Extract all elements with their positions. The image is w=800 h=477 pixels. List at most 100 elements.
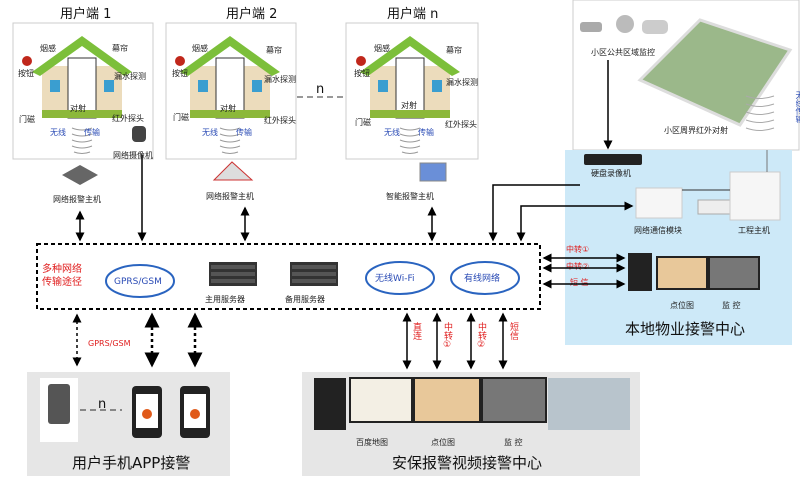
baidu-map-monitor [349,377,413,423]
network-label-2: 传输途径 [42,275,82,288]
door-label: 门磁 [19,114,35,124]
user-terminal-1: 用户端 1 烟感 幕帘 按钮 漏水探测 门磁 红外探头 对射 无线 传输 网络摄… [12,6,154,204]
user-title: 用户端 2 [226,6,277,22]
dvr-icon [584,154,642,165]
mobile-app-center: n 用户手机APP接警 [27,372,230,476]
wireless-label: 无线 [202,127,218,137]
button-icon [356,56,366,66]
keypad-icon [697,199,731,215]
baidu-map-label: 百度地图 [356,437,388,447]
door-label: 门磁 [355,117,371,127]
dome-camera-icon [616,15,634,33]
host-label: 网络报警主机 [53,194,101,204]
bullet-camera-icon [642,20,668,34]
video-center-title: 安保报警视频接警中心 [392,454,542,472]
relay1-label: 中转① [566,244,589,254]
backup-server-label: 备用服务器 [285,294,325,304]
backup-server-icon [290,262,338,286]
wireless-waves-icon [745,95,775,131]
host-label: 网络报警主机 [206,191,254,201]
monitor-label: 监 控 [722,300,741,310]
public-monitor-label: 小区公共区域监控 [591,47,655,57]
beam-label: 对射 [70,103,86,113]
app-center-title: 用户手机APP接警 [72,454,190,472]
smoke-label: 烟感 [374,43,390,53]
bullet-camera-icon [580,22,602,32]
point-map-label: 点位图 [670,300,694,310]
point-map-label: 点位图 [431,437,455,447]
network-label-1: 多种网络 [42,262,82,275]
pc-tower-icon [314,378,346,430]
n-label: n [98,397,106,412]
button-label: 按钮 [18,68,34,78]
surveillance-monitor [708,256,760,290]
dvr-label: 硬盘录像机 [591,168,631,178]
video-alarm-center: 百度地图 点位图 监 控 安保报警视频接警中心 [302,372,640,476]
pc-tower-icon [628,253,652,291]
engineering-host-label: 工程主机 [738,225,770,235]
smart-host-icon [419,162,447,182]
n-label: n [316,82,324,97]
engineering-host-icon [729,171,781,221]
relay1-link-label: 中转① [442,321,453,350]
main-server-icon [209,262,257,286]
alarm-host-icon [212,161,254,181]
network-paths: 多种网络 传输途径 GPRS/GSM 主用服务器 备用服务器 无线Wi-Fi 有… [36,243,541,310]
user-title: 用户端 1 [60,6,111,22]
curtain-label: 幕帘 [446,45,462,55]
main-server-label: 主用服务器 [205,294,245,304]
connection-arrows [72,60,634,370]
residential-complex-image [637,18,793,127]
button-icon [22,56,32,66]
monitor-label: 监 控 [504,437,523,447]
point-map-monitor [656,256,708,290]
host-label: 智能报警主机 [386,191,434,201]
direct-link-label: 直连 [411,321,422,341]
user-terminal-2: 用户端 2 烟感 幕帘 按钮 漏水探测 门磁 红外探头 对射 无线 传输 网络报… [165,6,297,201]
transmit-label: 传输 [418,127,434,137]
transmit-label: 传输 [236,127,252,137]
gprs-link-label: GPRS/GSM [88,339,131,348]
curtain-label: 幕帘 [266,45,282,55]
water-label: 漏水探测 [264,74,296,84]
community-area: 小区公共区域监控 小区周界红外对射 无线传输 [572,0,800,151]
infrared-label: 红外探头 [264,115,296,125]
point-map-monitor [413,377,481,423]
user-title: 用户端 n [387,6,438,22]
sms-link-label: 短信 [508,321,519,341]
water-label: 漏水探测 [114,71,146,81]
user-terminal-n: 用户端 n 烟感 幕帘 按钮 漏水探测 门磁 红外探头 对射 无线 传输 智能报… [345,6,479,201]
surveillance-monitor [481,377,547,423]
network-module-icon [635,187,683,219]
transmit-label: 传输 [84,127,100,137]
curtain-label: 幕帘 [112,43,128,53]
infrared-label: 红外探头 [112,113,144,123]
relay2-link-label: 中转② [476,321,487,350]
operator-photo [548,378,630,430]
camera-label: 网络摄像机 [113,150,153,160]
alarm-host-icon [62,165,98,185]
water-label: 漏水探测 [446,77,478,87]
wired-cloud-label: 有线网络 [464,272,500,284]
perimeter-label: 小区周界红外对射 [664,125,728,135]
button-label: 按钮 [354,68,370,78]
gprs-cloud-label: GPRS/GSM [114,277,162,287]
smoke-label: 烟感 [40,43,56,53]
camera-icon [132,126,146,142]
sms-label: 短 信 [570,277,589,287]
relay2-label: 中转② [566,261,589,271]
property-alarm-center: 硬盘录像机 网络通信模块 工程主机 中转① 中转② 短 信 点位图 监 控 本地… [565,150,792,345]
smoke-label: 烟感 [192,43,208,53]
wireless-label: 无线 [50,127,66,137]
network-module-label: 网络通信模块 [634,225,682,235]
button-icon [175,56,185,66]
wireless-label: 无线 [384,127,400,137]
infrared-label: 红外探头 [445,119,477,129]
door-label: 门磁 [173,112,189,122]
button-label: 按钮 [172,68,188,78]
beam-label: 对射 [401,100,417,110]
beam-label: 对射 [220,103,236,113]
property-center-title: 本地物业接警中心 [625,320,745,338]
wifi-cloud-label: 无线Wi-Fi [375,272,414,284]
